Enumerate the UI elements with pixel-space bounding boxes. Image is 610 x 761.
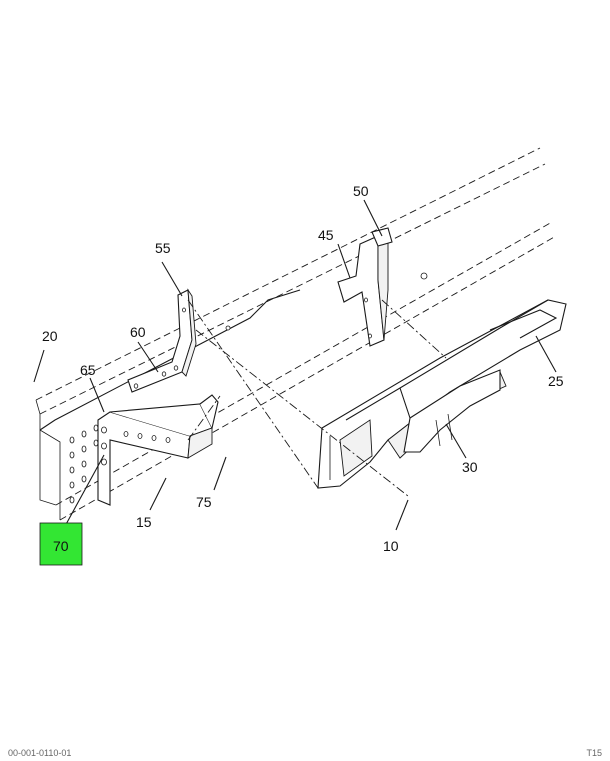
callout-labels: 20 55 60 65 70 15 75 45 50 25 30 10 — [42, 183, 564, 554]
callout-45[interactable]: 45 — [318, 227, 334, 243]
callout-65[interactable]: 65 — [80, 362, 96, 378]
bracket-upper — [127, 288, 197, 393]
callout-55[interactable]: 55 — [155, 240, 171, 256]
callout-10[interactable]: 10 — [383, 538, 399, 554]
callout-75[interactable]: 75 — [196, 494, 212, 510]
callout-20[interactable]: 20 — [42, 328, 58, 344]
callout-15[interactable]: 15 — [136, 514, 152, 530]
alignment-lines — [187, 299, 447, 497]
callout-60[interactable]: 60 — [130, 324, 146, 340]
footer-left: 00-001-0110-01 — [8, 748, 72, 758]
bracket-right — [337, 227, 393, 347]
callout-25[interactable]: 25 — [548, 373, 564, 389]
callout-30[interactable]: 30 — [462, 459, 478, 475]
highlight-box-70[interactable] — [39, 522, 83, 566]
rail-holes — [69, 272, 428, 504]
leader-lines — [33, 199, 557, 531]
callout-50[interactable]: 50 — [353, 183, 369, 199]
footer-right: T15 — [586, 748, 602, 758]
callout-70[interactable]: 70 — [53, 538, 69, 554]
step-assembly — [317, 299, 567, 489]
frame-rail — [35, 147, 557, 521]
bracket-plate — [97, 394, 219, 506]
